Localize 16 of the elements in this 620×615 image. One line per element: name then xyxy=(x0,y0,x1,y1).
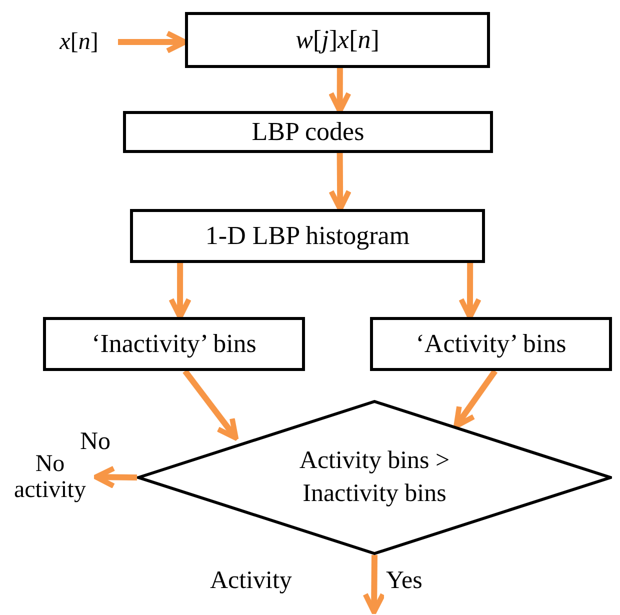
text-label: x[n] xyxy=(40,20,118,64)
arrow xyxy=(458,262,482,320)
arrow xyxy=(454,369,498,429)
branch-label: Activity xyxy=(210,566,292,596)
decision-diamond: Activity bins > Inactivity bins xyxy=(137,400,612,555)
process-box: ‘Inactivity’ bins xyxy=(43,317,305,371)
arrow xyxy=(328,152,352,212)
arrow xyxy=(362,554,386,615)
arrow xyxy=(168,263,192,320)
arrow xyxy=(328,68,352,114)
process-box: LBP codes xyxy=(123,111,493,153)
arrow xyxy=(182,369,238,441)
arrow xyxy=(93,466,138,489)
process-box: 1-D LBP histogram xyxy=(130,209,485,263)
process-box: w[j]x[n] xyxy=(185,12,490,68)
process-box: ‘Activity’ bins xyxy=(370,317,612,371)
